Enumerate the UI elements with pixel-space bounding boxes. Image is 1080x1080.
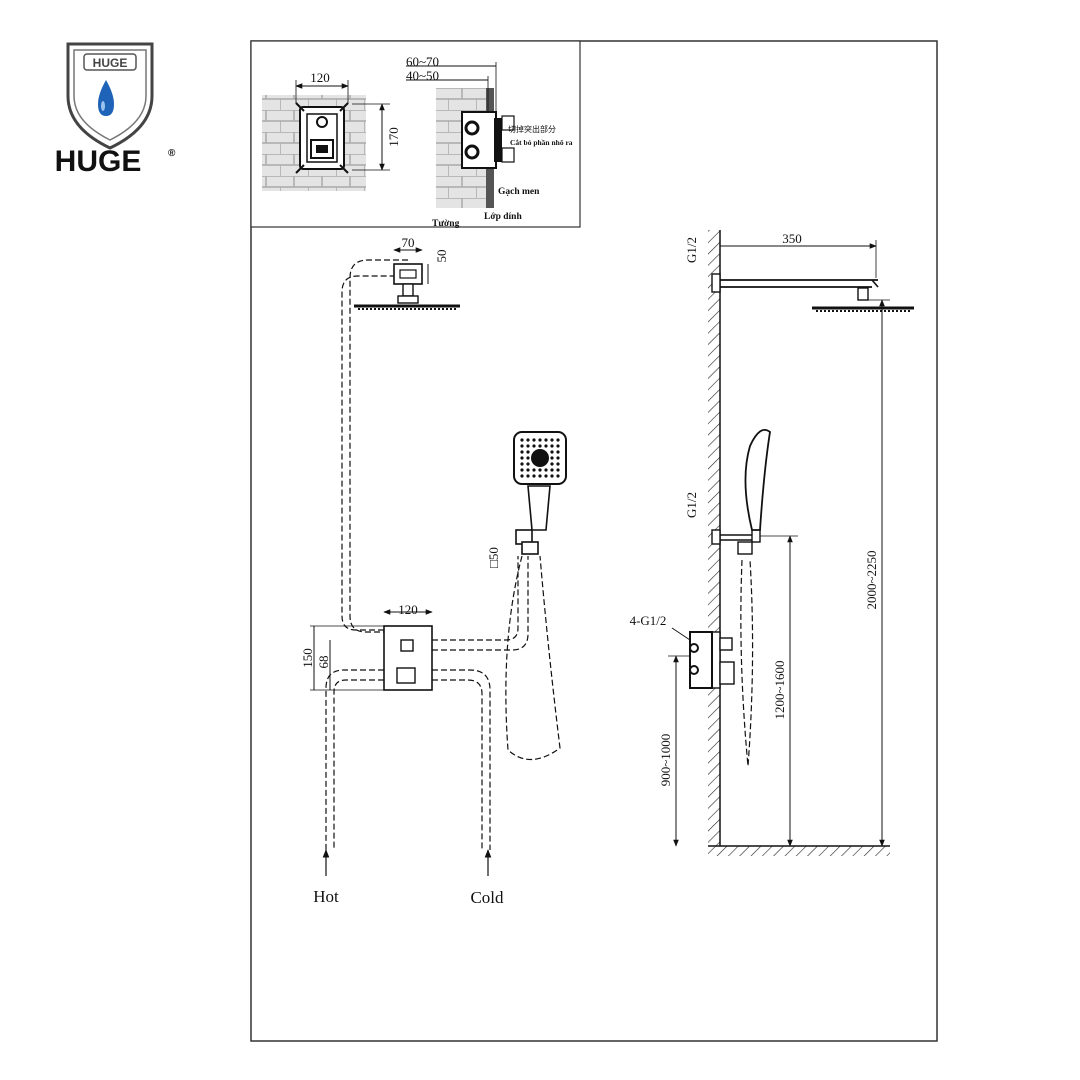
depth-inner-label: 40~50 — [406, 68, 439, 83]
head-thread-label: G1/2 — [684, 237, 699, 263]
valve-height-label: 150 — [300, 648, 315, 668]
nozzle-dot — [550, 462, 554, 466]
nozzle-dot — [538, 468, 542, 472]
nozzle-dot — [532, 474, 536, 478]
hand-shower-side — [744, 428, 771, 531]
logo-badge-text: HUGE — [93, 56, 128, 70]
box-height-label: 170 — [386, 127, 401, 147]
nozzle-dot — [526, 444, 530, 448]
drawing-frame — [250, 40, 938, 1042]
nozzle-dot — [520, 450, 524, 454]
registered-mark: ® — [168, 148, 176, 159]
brand-name: HUGE — [55, 145, 142, 178]
nozzle-dot — [520, 474, 524, 478]
nozzle-dot — [550, 444, 554, 448]
hot-label: Hot — [313, 887, 339, 906]
hand-thread-label: G1/2 — [684, 492, 699, 518]
head-mount-height-label: 50 — [434, 250, 449, 263]
nozzle-dot — [520, 444, 524, 448]
nozzle-dot — [538, 474, 542, 478]
nozzle-dot — [520, 438, 524, 442]
nozzle-dot — [532, 468, 536, 472]
brand-logo: HUGE HUGE ® — [55, 42, 176, 178]
nozzle-dot — [520, 468, 524, 472]
nozzle-dot — [556, 474, 560, 478]
note-vi: Cắt bỏ phần nhô ra — [510, 138, 573, 147]
nozzle-dot — [550, 438, 554, 442]
tile-label: Gạch men — [498, 187, 540, 197]
nozzle-dot — [550, 474, 554, 478]
nozzle-dot — [544, 444, 548, 448]
valve-width-label: 120 — [398, 602, 418, 617]
nozzle-dot — [526, 468, 530, 472]
nozzle-dot — [556, 438, 560, 442]
head-mount-width-label: 70 — [402, 235, 415, 250]
install-detail: 120 170 60~70 40~50 切掉突出部分 Cắt bỏ phần n… — [250, 40, 581, 229]
valve-thread-label: 4-G1/2 — [630, 613, 667, 628]
nozzle-dot — [550, 468, 554, 472]
nozzle-dot — [526, 462, 530, 466]
hand-shower-front — [513, 431, 567, 531]
nozzle-dot — [550, 450, 554, 454]
arm-length-label: 350 — [782, 231, 802, 246]
nozzle-dot — [520, 456, 524, 460]
front-view: 70 50 120 150 68 □50 — [300, 235, 567, 907]
side-view: 350 G1/2 G1/2 4-G1/2 2000~2250 1200~1600… — [630, 230, 914, 856]
nozzle-dot — [538, 444, 542, 448]
nozzle-dot — [556, 462, 560, 466]
hand-mount-size-label: □50 — [486, 547, 501, 568]
nozzle-dot — [526, 450, 530, 454]
head-height-label: 2000~2250 — [864, 550, 879, 609]
nozzle-dot — [544, 474, 548, 478]
box-width-label: 120 — [310, 70, 330, 85]
nozzle-dot — [556, 468, 560, 472]
cold-label: Cold — [470, 888, 504, 907]
note-cn: 切掉突出部分 — [508, 124, 556, 134]
hand-height-label: 1200~1600 — [772, 660, 787, 719]
depth-outer-label: 60~70 — [406, 54, 439, 69]
nozzle-dot — [544, 438, 548, 442]
nozzle-dot — [544, 468, 548, 472]
valve-offset-label: 68 — [316, 656, 331, 669]
nozzle-dot — [520, 462, 524, 466]
nozzle-dot — [532, 444, 536, 448]
nozzle-dot — [538, 438, 542, 442]
nozzle-dot — [556, 444, 560, 448]
nozzle-dot — [550, 456, 554, 460]
valve-height-side-label: 900~1000 — [658, 734, 673, 787]
nozzle-dot — [556, 450, 560, 454]
wall-label: Tường — [432, 219, 460, 229]
adhesive-label: Lớp dính — [484, 212, 522, 222]
nozzle-dot — [556, 456, 560, 460]
nozzle-dot — [526, 456, 530, 460]
nozzle-dot — [526, 474, 530, 478]
nozzle-dot — [526, 438, 530, 442]
nozzle-dot — [532, 438, 536, 442]
